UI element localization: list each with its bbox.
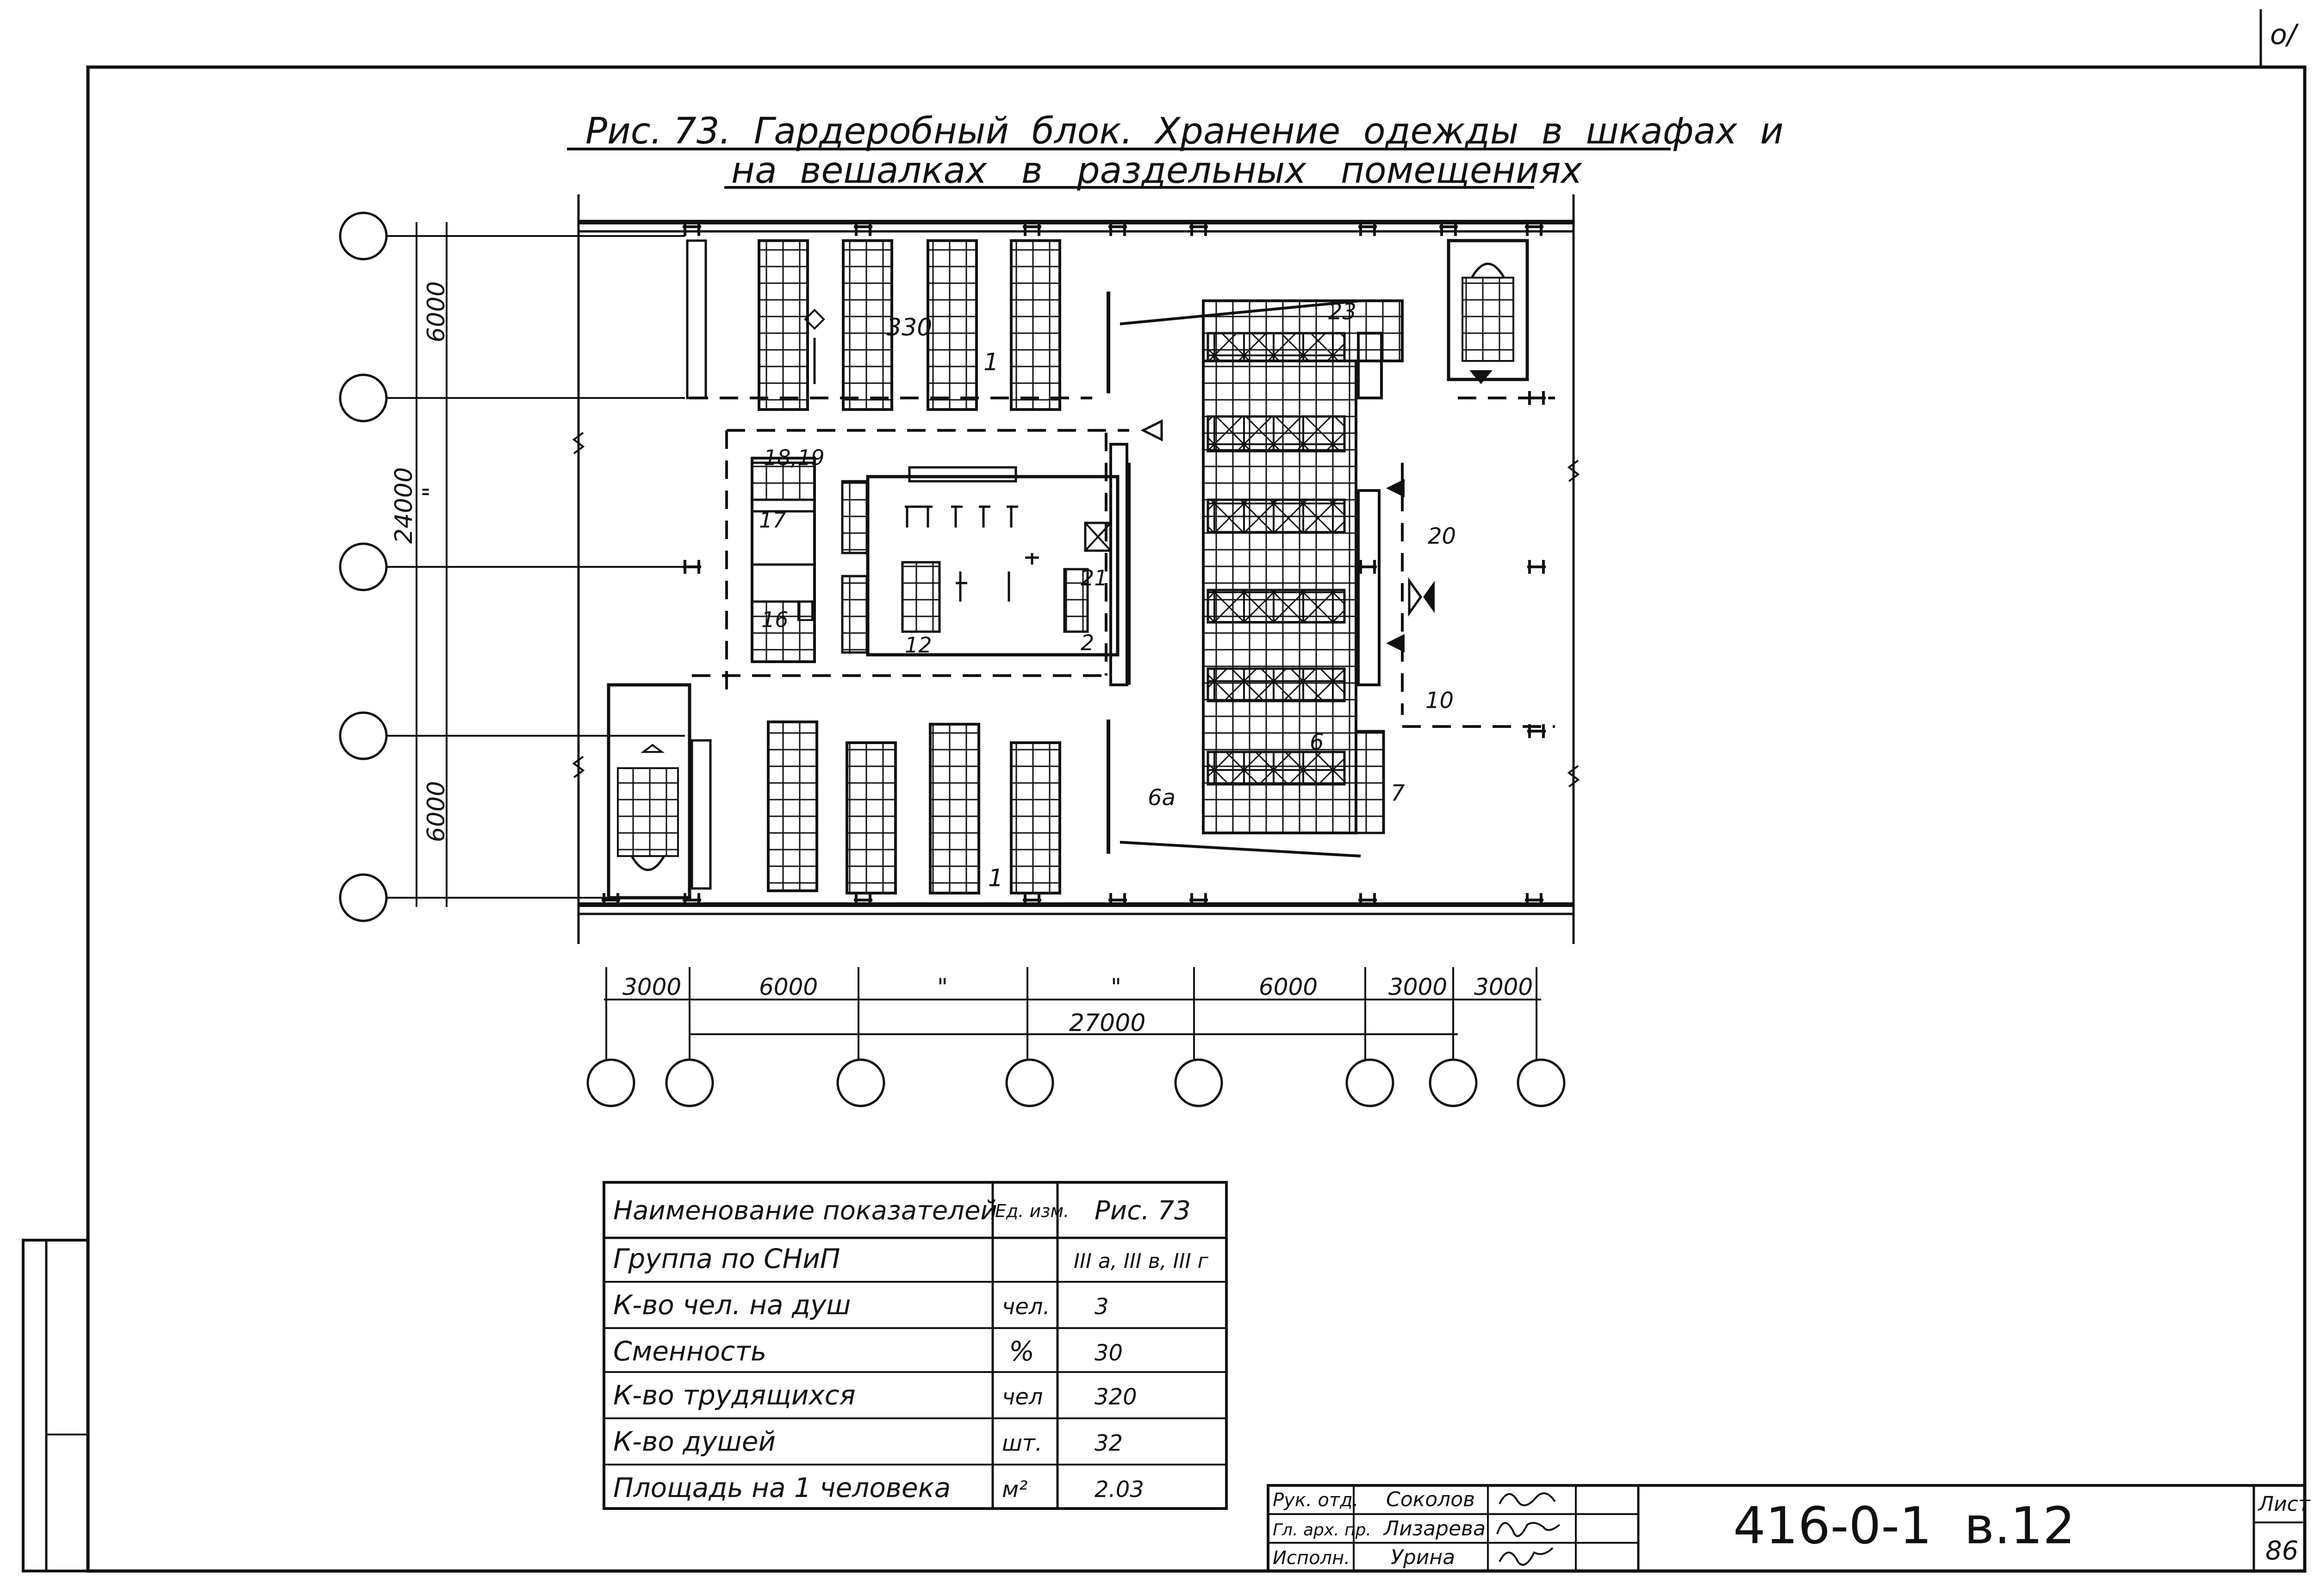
stamp-role-3: Исполн. xyxy=(1273,1547,1350,1569)
room-label-12: 12 xyxy=(905,633,932,658)
sheet-frame xyxy=(86,65,2307,1573)
room-label-17: 17 xyxy=(759,508,786,533)
dim-bottom-total: 27000 xyxy=(1069,1009,1145,1037)
title-line-1: Рис. 73. Гардеробный блок. Хранение одеж… xyxy=(585,111,1784,152)
axis-bubble-bottom-6 xyxy=(1345,1058,1394,1107)
room-label-10: 10 xyxy=(1425,688,1454,714)
bottom-axis-grid: 3000 6000 " " 6000 3000 3000 27000 xyxy=(586,967,1566,1107)
table-row-3-value: 30 xyxy=(1095,1340,1123,1366)
signature-3 xyxy=(1499,1547,1554,1566)
title-block: Рук. отд. Гл. арх. пр. Исполн. Соколов Л… xyxy=(1267,1484,2311,1572)
axis-bubble-bottom-7 xyxy=(1429,1058,1478,1107)
signature-1 xyxy=(1499,1492,1556,1506)
axis-bubble-bottom-8 xyxy=(1517,1058,1566,1107)
stamp-role-2: Гл. арх. пр. xyxy=(1273,1521,1371,1540)
figure-title: Рис. 73. Гардеробный блок. Хранение одеж… xyxy=(567,111,1784,192)
dim-bottom-4: " xyxy=(1111,974,1121,1000)
dim-left-top: 6000 xyxy=(423,281,450,342)
room-label-7: 7 xyxy=(1391,780,1405,806)
dim-left-total: 24000 xyxy=(390,467,418,544)
left-axis-grid: 6000 24000 " 6000 xyxy=(339,211,685,922)
axis-bubble-left-2 xyxy=(339,373,388,422)
table-row-5-name: К-во душей xyxy=(613,1426,776,1457)
stamp-code: 416-0-1 в.12 xyxy=(1733,1496,2075,1555)
room-label-18-19: 18,19 xyxy=(764,445,825,470)
table-row-5-value: 32 xyxy=(1095,1430,1123,1456)
stamp-sheet-label: Лист xyxy=(2258,1492,2311,1516)
room-label-1-top: 1 xyxy=(983,348,999,376)
axis-bubble-left-3 xyxy=(339,542,388,591)
table-header-fig: Рис. 73 xyxy=(1095,1196,1191,1226)
room-label-330: 330 xyxy=(886,314,932,342)
staircase-top-right xyxy=(1447,239,1529,384)
axis-bubble-bottom-5 xyxy=(1174,1058,1223,1107)
room-label-21: 21 xyxy=(1081,565,1108,590)
staircase-bottom-left xyxy=(607,683,691,900)
stamp-name-2: Лизарева xyxy=(1383,1517,1486,1540)
table-row-6-unit: м² xyxy=(1002,1477,1027,1503)
table-row-3-name: Сменность xyxy=(613,1335,766,1367)
dim-bottom-1: 3000 xyxy=(622,974,681,1000)
table-row-4-name: К-во трудящихся xyxy=(613,1379,856,1411)
axis-bubble-bottom-4 xyxy=(1005,1058,1054,1107)
table-row-2-value: 3 xyxy=(1095,1294,1109,1320)
dim-bottom-2: 6000 xyxy=(759,974,818,1000)
stamp-name-3: Урина xyxy=(1391,1546,1455,1569)
axis-bubble-left-1 xyxy=(339,211,388,261)
room-label-2: 2 xyxy=(1081,630,1094,655)
indicators-table: Наименование показателей Ед. изм. Рис. 7… xyxy=(603,1181,1228,1510)
table-row-3-unit: % xyxy=(1009,1335,1034,1367)
room-label-1-bottom: 1 xyxy=(988,864,1003,892)
table-header-name: Наименование показателей xyxy=(613,1196,997,1226)
binding-strip xyxy=(22,1239,89,1572)
stamp-name-1: Соколов xyxy=(1386,1488,1475,1511)
table-row-2-unit: чел. xyxy=(1002,1294,1050,1320)
table-row-6-name: Площадь на 1 человека xyxy=(613,1472,951,1503)
shower-block: 23 20 10 6 6а 7 xyxy=(1107,292,1456,857)
stamp-role-1: Рук. отд. xyxy=(1273,1490,1359,1511)
table-row-1-value: III а, III в, III г xyxy=(1074,1249,1209,1273)
signature-2 xyxy=(1496,1522,1561,1537)
table-row-5-unit: шт. xyxy=(1002,1430,1042,1456)
axis-bubble-bottom-1 xyxy=(586,1058,635,1107)
axis-bubble-bottom-2 xyxy=(665,1058,714,1107)
table-row-4-value: 320 xyxy=(1095,1384,1137,1410)
dim-bottom-5: 6000 xyxy=(1259,974,1318,1000)
table-row-4-unit: чел xyxy=(1002,1384,1043,1410)
dim-bottom-6: 3000 xyxy=(1388,974,1447,1000)
table-row-1-name: Группа по СНиП xyxy=(613,1243,840,1274)
table-row-2-name: К-во чел. на душ xyxy=(613,1289,851,1321)
corner-mark: о/ xyxy=(2270,19,2299,51)
axis-bubble-left-4 xyxy=(339,711,388,760)
top-locker-room: 1 330 xyxy=(686,239,1061,411)
room-label-6a: 6а xyxy=(1148,785,1176,811)
table-row-6-value: 2.03 xyxy=(1095,1477,1144,1503)
top-columns xyxy=(683,222,1543,236)
floor-plan: 1 330 18,19 17 16 xyxy=(572,194,1580,944)
dim-left-ditto: " xyxy=(418,486,446,497)
stamp-sheet-number: 86 xyxy=(2265,1536,2298,1566)
bottom-columns xyxy=(602,893,1543,907)
title-line-2: на вешалках в раздельных помещениях xyxy=(731,150,1582,192)
bottom-locker-room: 1 xyxy=(690,720,1061,894)
dim-bottom-7: 3000 xyxy=(1474,974,1533,1000)
service-block: 18,19 17 16 12 21 2 xyxy=(751,443,1128,686)
axis-bubble-left-5 xyxy=(339,873,388,922)
room-label-23: 23 xyxy=(1328,299,1356,325)
table-header-unit: Ед. изм. xyxy=(995,1201,1069,1221)
dim-left-bottom: 6000 xyxy=(423,781,450,842)
dim-bottom-3: " xyxy=(937,974,948,1000)
room-label-16: 16 xyxy=(761,607,789,632)
room-label-20: 20 xyxy=(1428,523,1456,549)
axis-bubble-bottom-3 xyxy=(836,1058,885,1107)
room-label-6: 6 xyxy=(1310,729,1324,755)
